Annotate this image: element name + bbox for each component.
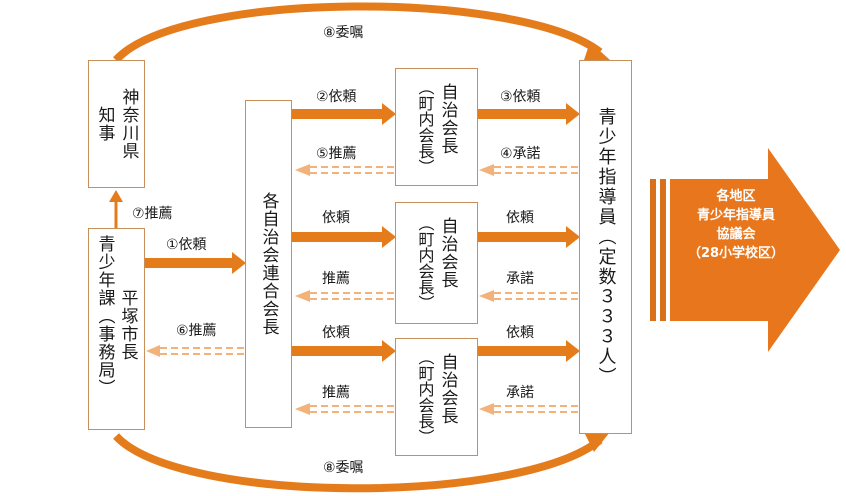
arrow-request-2: [292, 103, 396, 125]
label-commission-bottom: ⑧委嘱: [323, 460, 364, 476]
assoc-mid-line-2: （町内会長）: [415, 215, 435, 311]
arrow-recommend-6: [146, 345, 245, 357]
counselors-box: 青少年指導員（定数３３３人）: [579, 60, 632, 434]
label-recommend-governor: ⑦推薦: [132, 206, 173, 222]
arrow-request-bot-right: [478, 340, 580, 362]
governor-line-2: 知事: [94, 106, 115, 142]
final-arrow-text: 各地区 青少年指導員 協議会 （28小学校区）: [676, 187, 796, 263]
governor-line-1: 神奈川県: [118, 88, 139, 160]
city-office-line-1: 平塚市長: [117, 289, 138, 361]
arrow-request-mid-right: [478, 226, 580, 248]
arrow-request-1: [144, 252, 246, 274]
label-request-mid-right: 依頼: [506, 210, 534, 226]
label-recommend-bot-left: 推薦: [322, 385, 350, 401]
city-office-line-2: 青少年課（事務局）: [94, 235, 115, 397]
label-request-bot-left: 依頼: [322, 325, 350, 341]
governor-box: 神奈川県 知事: [88, 60, 145, 188]
label-commission-top: ⑧委嘱: [323, 25, 364, 41]
arrow-request-mid-left: [292, 226, 396, 248]
label-request-1: ①依頼: [166, 237, 207, 253]
label-consent-bot-right: 承諾: [506, 385, 534, 401]
assoc-mid-line-1: 自治会長: [437, 217, 458, 289]
federation-box: 各自治会連合会長: [245, 100, 292, 428]
city-office-box: 平塚市長 青少年課（事務局）: [88, 228, 145, 430]
label-request-2: ②依頼: [316, 89, 357, 105]
arrow-consent-mid-right: [479, 290, 579, 302]
arrow-consent-bot-right: [479, 403, 579, 415]
arrow-consent-4: [479, 164, 579, 176]
label-recommend-mid-left: 推薦: [322, 271, 350, 287]
federation-line-1: 各自治会連合会長: [258, 192, 279, 336]
label-request-bot-right: 依頼: [506, 325, 534, 341]
arrow-request-bot-left: [292, 340, 396, 362]
assoc-top-line-1: 自治会長: [437, 83, 458, 155]
assoc-box-mid: 自治会長 （町内会長）: [395, 202, 478, 324]
arrow-recommend-5: [295, 164, 395, 176]
label-consent-mid-right: 承諾: [506, 271, 534, 287]
arrow-recommend-mid-left: [295, 290, 395, 302]
commission-arc-top-head: [584, 42, 610, 60]
final-line-2: 青少年指導員: [696, 208, 775, 223]
final-line-4: （28小学校区）: [687, 246, 785, 261]
final-line-3: 協議会: [716, 227, 756, 242]
counselors-line-1: 青少年指導員（定数３３３人）: [595, 107, 617, 387]
final-line-1: 各地区: [716, 189, 756, 204]
label-request-mid-left: 依頼: [322, 210, 350, 226]
assoc-top-line-2: （町内会長）: [415, 79, 435, 175]
arrow-recommend-bot-left: [295, 403, 395, 415]
assoc-box-bot: 自治会長 （町内会長）: [395, 338, 478, 456]
label-recommend-6: ⑥推薦: [176, 323, 217, 339]
label-recommend-5: ⑤推薦: [316, 146, 357, 162]
commission-arc-bottom: [113, 433, 603, 493]
commission-arc-bottom-head: [584, 432, 610, 452]
arrow-request-3: [478, 103, 580, 125]
final-arrow: [650, 148, 840, 352]
assoc-bot-line-1: 自治会長: [437, 353, 458, 425]
commission-arc-top: [113, 2, 603, 63]
label-consent-4: ④承諾: [500, 146, 541, 162]
assoc-bot-line-2: （町内会長）: [415, 349, 435, 445]
label-request-3: ③依頼: [500, 89, 541, 105]
assoc-box-top: 自治会長 （町内会長）: [395, 68, 478, 186]
